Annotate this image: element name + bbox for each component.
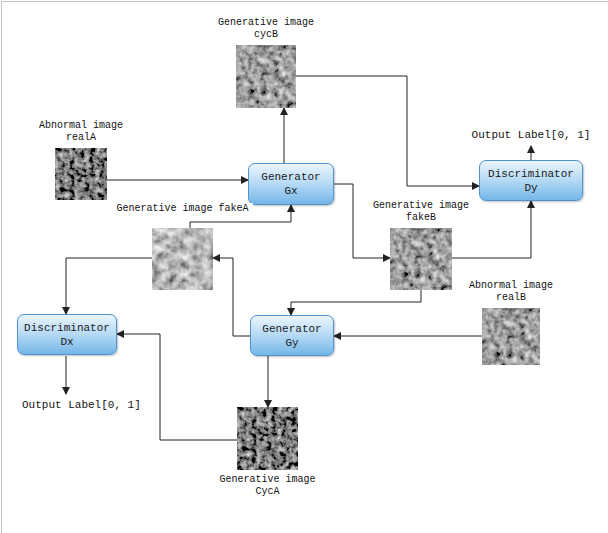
image-texture-fill — [237, 407, 298, 470]
output-arrow — [531, 146, 532, 160]
image-caption: Generative image CycA — [213, 474, 323, 498]
output-label: Output Label[0, 1] — [472, 129, 591, 142]
connector — [291, 290, 421, 315]
connector — [66, 258, 152, 314]
image-texture-fill — [390, 228, 452, 290]
image-node: Generative image fakeA — [152, 228, 213, 290]
frame-line — [1, 2, 2, 533]
image-caption: Abnormal image realA — [31, 120, 131, 144]
image-node: Abnormal image realA — [55, 148, 107, 200]
image-texture — [152, 228, 213, 290]
connector — [284, 108, 285, 163]
image-texture — [236, 45, 296, 108]
generator-box: Generator Gy — [250, 315, 334, 356]
connector — [107, 180, 248, 181]
discriminator-box: Discriminator Dy — [479, 160, 583, 201]
image-node: Abnormal image realB — [482, 308, 540, 365]
image-texture-fill — [152, 228, 213, 290]
discriminator-box: Discriminator Dx — [17, 314, 117, 355]
image-caption: Abnormal image realB — [461, 280, 561, 304]
node-text: Generator Gy — [262, 322, 321, 350]
output-arrow — [66, 356, 67, 394]
node-text: Generator Gx — [261, 170, 320, 198]
output-label: Output Label[0, 1] — [22, 399, 141, 412]
generator-box: Generator Gx — [248, 163, 334, 205]
connector — [334, 336, 482, 337]
connector — [213, 258, 250, 336]
image-texture-fill — [482, 308, 540, 365]
image-texture — [482, 308, 540, 365]
image-texture-fill — [236, 45, 296, 108]
node-text: Discriminator Dy — [488, 167, 574, 195]
image-texture — [237, 407, 298, 470]
image-node: Generative image cycB — [236, 45, 296, 108]
connector — [117, 334, 237, 440]
image-texture — [390, 228, 452, 290]
image-node: Generative image fakeB — [390, 228, 452, 290]
frame-line — [2, 1, 608, 2]
image-node: Generative image CycA — [237, 407, 298, 470]
node-text: Discriminator Dx — [24, 321, 110, 349]
image-texture — [55, 148, 107, 200]
image-texture-fill — [55, 148, 107, 200]
connector — [268, 356, 269, 407]
image-caption: Generative image fakeB — [366, 200, 476, 224]
image-caption: Generative image cycB — [211, 17, 321, 41]
image-caption: Generative image fakeA — [113, 203, 253, 215]
